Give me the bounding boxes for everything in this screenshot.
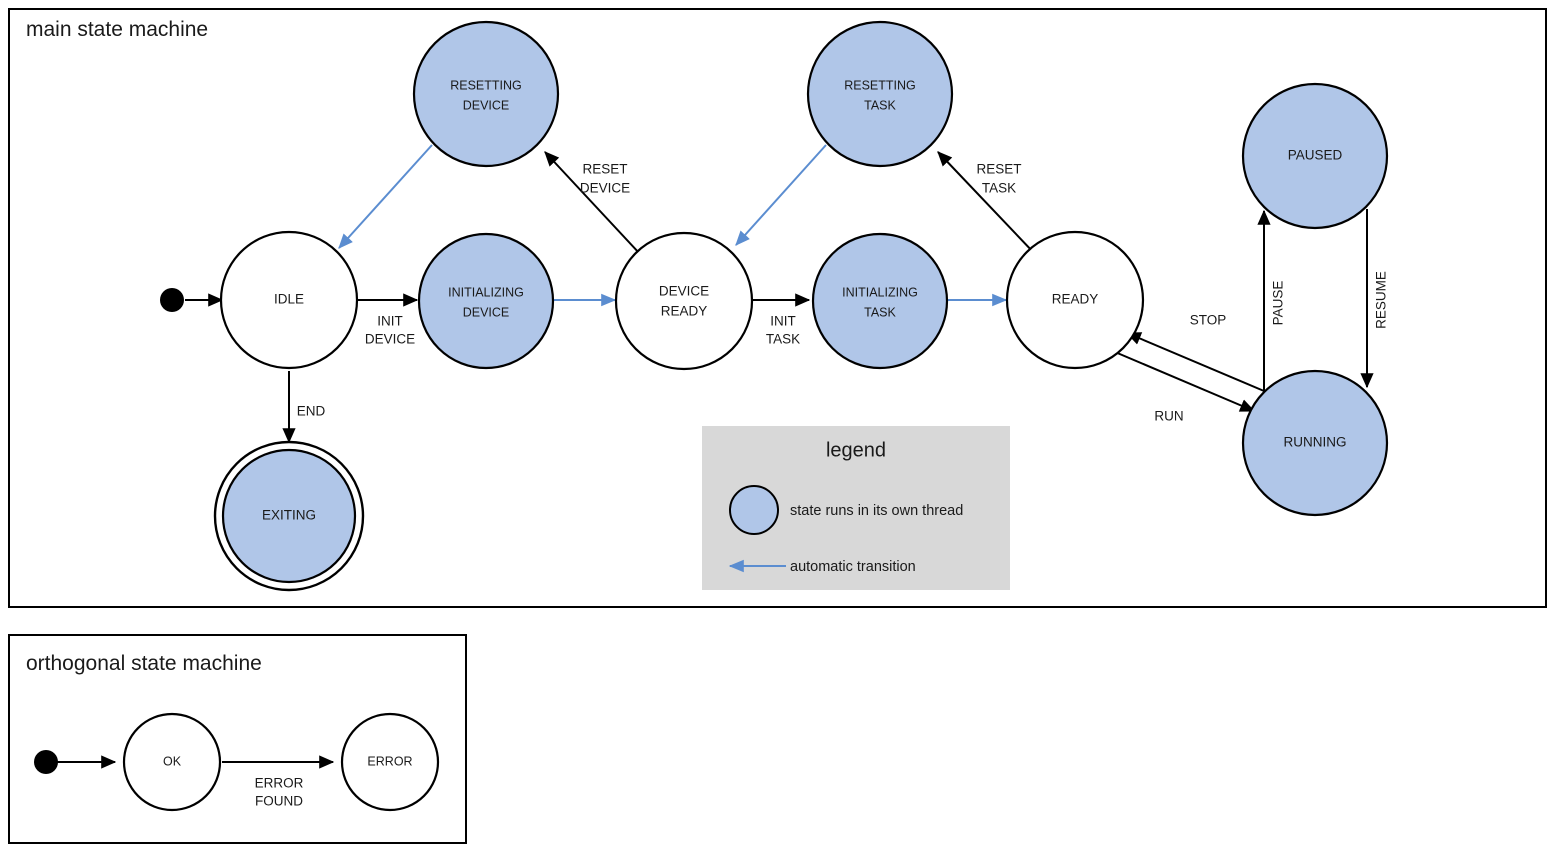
state-idle-label: IDLE: [274, 292, 304, 307]
state-resetting-task[interactable]: RESETTING TASK: [806, 20, 954, 168]
edge-label-error-found-line1: ERROR: [255, 776, 304, 791]
state-device-ready-label-line2: READY: [661, 304, 708, 319]
legend-automatic-transition-text: automatic transition: [790, 559, 916, 575]
edge-ready-to-resetting-task: [937, 151, 1036, 255]
state-initializing-task[interactable]: INITIALIZING TASK: [811, 232, 949, 370]
edge-device-ready-to-resetting-device: [544, 151, 641, 255]
edge-label-reset-device-line1: RESET: [582, 162, 627, 177]
edge-label-run: RUN: [1154, 409, 1183, 424]
edge-label-reset-device-line2: DEVICE: [580, 181, 630, 196]
state-running-label: RUNNING: [1284, 435, 1347, 450]
state-ready[interactable]: READY: [1005, 230, 1145, 370]
orthogonal-machine-title: orthogonal state machine: [26, 652, 262, 675]
state-initializing-device-label-line2: DEVICE: [463, 305, 510, 319]
initial-state-dot-orthogonal: [34, 750, 58, 774]
state-ok-label: OK: [163, 754, 182, 768]
state-idle[interactable]: IDLE: [219, 230, 359, 370]
state-resetting-device-label-line1: RESETTING: [450, 78, 522, 92]
edge-resetting-task-to-device-ready: [735, 144, 827, 246]
state-device-ready[interactable]: DEVICE READY: [614, 231, 754, 371]
state-device-ready-label-line1: DEVICE: [659, 284, 709, 299]
edge-label-init-task-line2: TASK: [766, 332, 800, 347]
edge-label-error-found-line2: FOUND: [255, 794, 303, 809]
edge-label-stop: STOP: [1190, 313, 1227, 328]
edge-resetting-device-to-idle: [338, 144, 433, 249]
state-initializing-task-label-line2: TASK: [864, 305, 896, 319]
edge-label-init-task-line1: INIT: [770, 314, 796, 329]
state-ok[interactable]: OK: [122, 712, 222, 812]
state-resetting-device-label-line2: DEVICE: [463, 98, 510, 112]
state-initializing-task-label-line1: INITIALIZING: [842, 285, 918, 299]
edge-label-reset-task-line1: RESET: [976, 162, 1021, 177]
edge-label-init-device-line1: INIT: [377, 314, 403, 329]
state-initializing-device-label-line1: INITIALIZING: [448, 285, 524, 299]
edge-label-resume: RESUME: [1374, 271, 1389, 329]
state-exiting-label: EXITING: [262, 508, 316, 523]
edge-label-init-device-line2: DEVICE: [365, 332, 415, 347]
state-error-label: ERROR: [367, 754, 412, 768]
main-machine-nodes: IDLE RESETTING DEVICE INITIALIZING DEVIC…: [160, 20, 1389, 592]
state-paused[interactable]: PAUSED: [1241, 82, 1389, 230]
main-machine-edges: INIT DEVICE RESET DEVICE INIT TASK RESET…: [185, 144, 1389, 444]
legend: legend state runs in its own thread auto…: [702, 426, 1010, 590]
state-resetting-task-label-line1: RESETTING: [844, 78, 916, 92]
edge-label-end: END: [297, 404, 326, 419]
state-initializing-device[interactable]: INITIALIZING DEVICE: [417, 232, 555, 370]
state-resetting-device[interactable]: RESETTING DEVICE: [412, 20, 560, 168]
state-ready-label: READY: [1052, 292, 1099, 307]
edge-label-reset-task-line2: TASK: [982, 181, 1016, 196]
edge-ready-to-running: [1114, 351, 1256, 412]
legend-title: legend: [826, 439, 886, 461]
edge-label-pause: PAUSE: [1271, 281, 1286, 326]
state-exiting[interactable]: EXITING: [213, 440, 365, 592]
orthogonal-state-machine-container: orthogonal state machine ERROR FOUND OK …: [8, 634, 467, 844]
legend-thread-state-text: state runs in its own thread: [790, 503, 963, 519]
state-error[interactable]: ERROR: [340, 712, 440, 812]
initial-state-dot-main: [160, 288, 184, 312]
main-machine-title: main state machine: [26, 18, 208, 41]
state-resetting-task-label-line2: TASK: [864, 98, 896, 112]
state-running[interactable]: RUNNING: [1241, 369, 1389, 517]
state-paused-label: PAUSED: [1288, 148, 1343, 163]
legend-thread-state-swatch-icon: [729, 485, 779, 535]
edge-running-to-ready: [1125, 332, 1265, 392]
